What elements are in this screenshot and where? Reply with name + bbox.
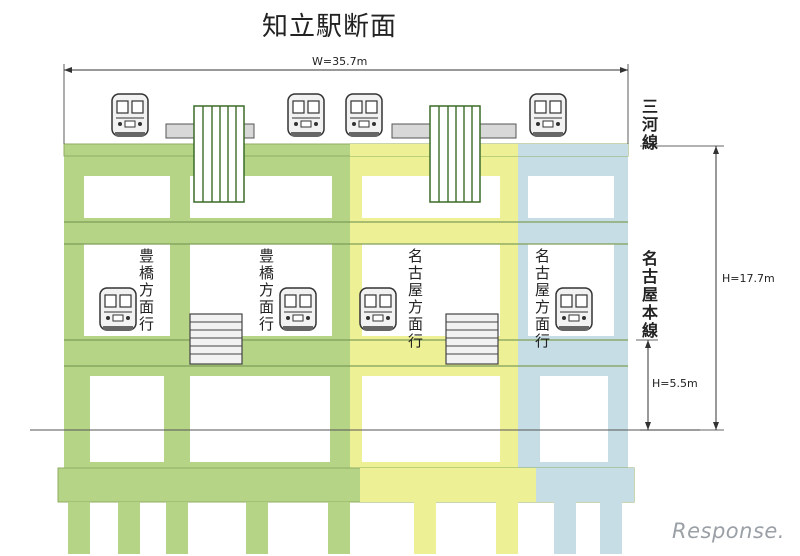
platform-label-toyohashi-2: 豊橋方面行 [257, 248, 275, 333]
nagoya-main-line-label: 名古屋本線 [639, 250, 658, 340]
platform-label-nagoya-2: 名古屋方面行 [533, 248, 551, 350]
platform-label-toyohashi-1: 豊橋方面行 [137, 248, 155, 333]
total-height-label: H=17.7m [722, 272, 775, 285]
diagram-title: 知立駅断面 [262, 12, 398, 42]
platform-label-nagoya-1: 名古屋方面行 [406, 248, 424, 350]
response-watermark: Response. [672, 519, 785, 543]
lower-height-label: H=5.5m [652, 377, 698, 390]
width-dimension-label: W=35.7m [312, 55, 368, 68]
mikawa-line-label: 三河線 [639, 98, 658, 152]
